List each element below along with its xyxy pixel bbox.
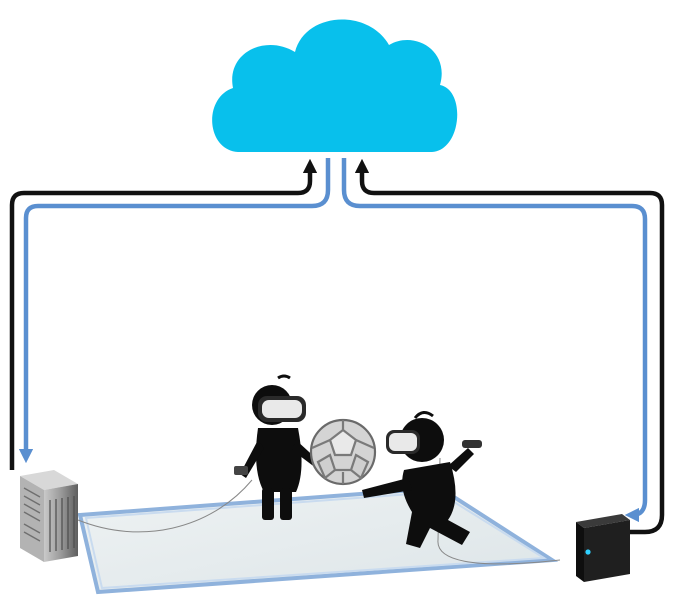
downlink-right-line <box>341 158 648 523</box>
connection-links <box>9 158 665 535</box>
headset-cables <box>77 457 561 565</box>
fullerene-molecule-icon <box>309 418 377 486</box>
vr-user-standing-icon <box>234 374 320 520</box>
uplink-right-line <box>354 158 665 535</box>
downlink-left-line <box>18 158 331 464</box>
server-tower-icon <box>20 470 78 562</box>
pc-tower-icon <box>576 514 630 582</box>
vr-user-kneeling-icon <box>362 411 482 548</box>
cloud-icon <box>212 19 458 152</box>
uplink-left-line <box>9 158 318 470</box>
power-led-icon <box>585 549 591 555</box>
play-area <box>77 485 559 595</box>
